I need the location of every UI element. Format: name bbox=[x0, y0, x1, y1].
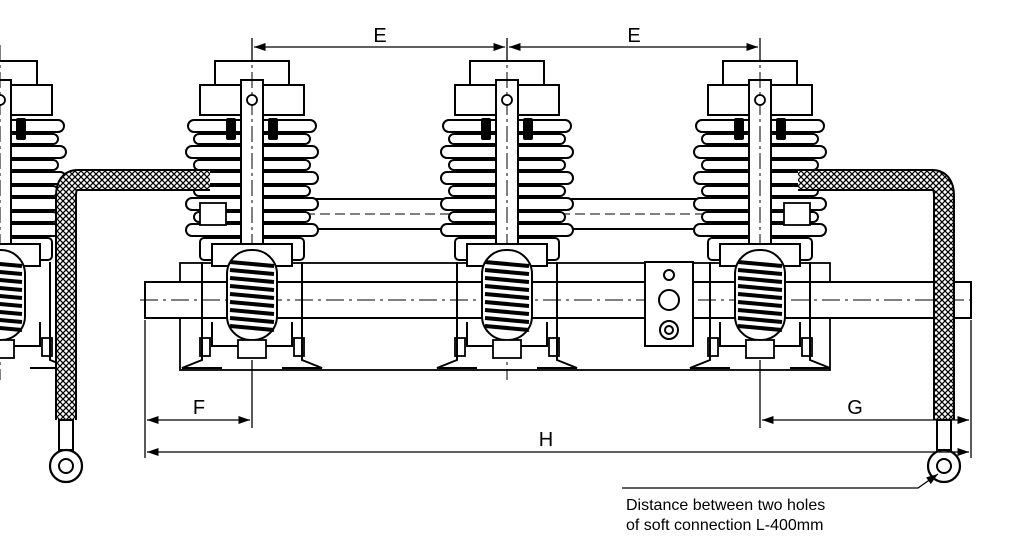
dim-label-e-right: E bbox=[627, 25, 640, 47]
aux-plate bbox=[644, 261, 694, 347]
soft-connection-right bbox=[798, 169, 962, 484]
dim-label-f: F bbox=[193, 397, 205, 419]
dim-label-g: G bbox=[847, 397, 863, 419]
dim-label-e-left: E bbox=[373, 25, 386, 47]
dimension-lines bbox=[144, 38, 972, 489]
soft-connection-note: Distance between two holes of soft conne… bbox=[626, 496, 825, 536]
dim-label-h: H bbox=[539, 429, 553, 451]
soft-connection-left bbox=[48, 169, 210, 484]
note-line-1: Distance between two holes bbox=[626, 497, 826, 514]
shaft-nuts bbox=[199, 202, 811, 226]
pole-template bbox=[0, 45, 71, 380]
note-line-2: of soft connection L-400mm bbox=[626, 517, 824, 534]
pole-middle bbox=[435, 43, 579, 382]
